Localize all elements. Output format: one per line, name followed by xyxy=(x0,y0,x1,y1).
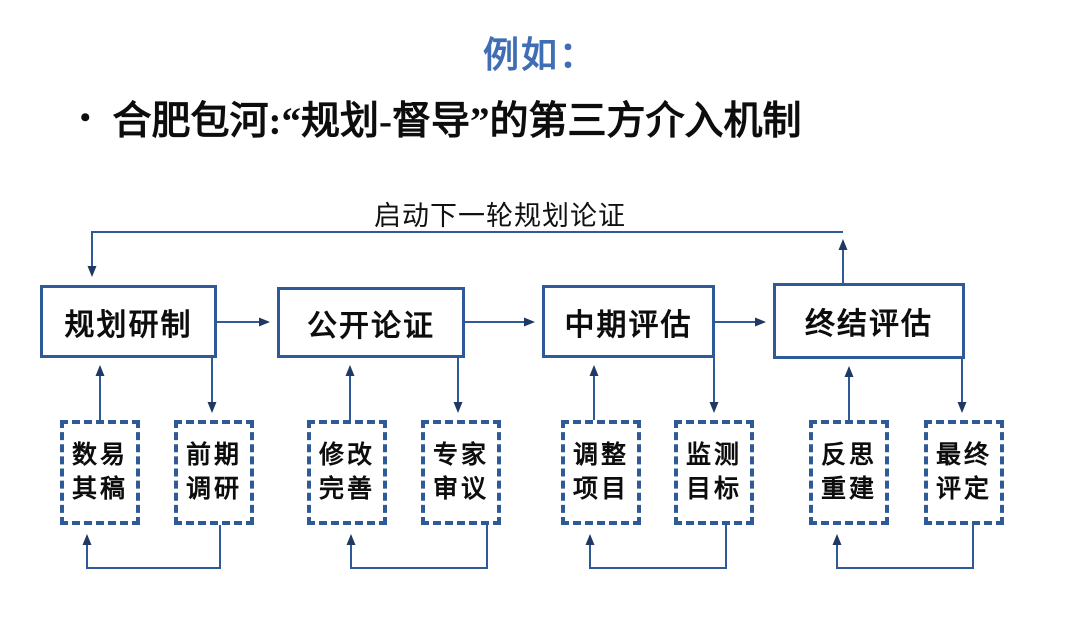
sub-box-reflect-rebuild: 反思 重建 xyxy=(809,420,889,525)
sub-box-draft-revisions: 数易 其稿 xyxy=(60,420,140,525)
sub-box-label-line: 监测 xyxy=(685,440,742,469)
slide-eyebrow-title: 例如： xyxy=(482,34,597,75)
sub-box-label-line: 调整 xyxy=(572,440,629,469)
stage-box-midterm-eval: 中期评估 xyxy=(542,285,715,358)
sub-box-label-line: 数易 xyxy=(71,440,128,469)
sub-box-label-line: 审议 xyxy=(432,474,489,503)
sub-to-stage-arrows xyxy=(95,365,854,420)
sub-box-label-line: 完善 xyxy=(318,474,375,503)
bullet-icon: • xyxy=(80,101,91,134)
sub-box-preliminary-research: 前期 调研 xyxy=(174,420,254,525)
feedback-loop-arrow xyxy=(87,231,848,283)
stage-to-sub-arrows xyxy=(207,358,967,413)
sub-cycle-arrows xyxy=(82,525,974,569)
feedback-loop-label: 启动下一轮规划论证 xyxy=(374,201,626,231)
stage-box-planning: 规划研制 xyxy=(40,285,217,358)
sub-box-adjust-projects: 调整 项目 xyxy=(561,420,641,525)
sub-box-label-line: 其稿 xyxy=(71,474,128,503)
sub-box-label-line: 评定 xyxy=(935,474,992,503)
sub-box-label-line: 反思 xyxy=(820,440,877,469)
sub-box-final-rating: 最终 评定 xyxy=(924,420,1004,525)
sub-box-label-line: 项目 xyxy=(572,474,629,503)
slide-title: 合肥包河:“规划-督导”的第三方介入机制 xyxy=(112,100,802,143)
sub-box-label-line: 重建 xyxy=(820,474,877,503)
sub-box-label-line: 目标 xyxy=(685,474,742,503)
stage-box-public-review: 公开论证 xyxy=(277,287,465,358)
sub-box-label-line: 调研 xyxy=(185,474,242,503)
stage-box-final-eval: 终结评估 xyxy=(773,283,965,359)
slide-title-line: • 合肥包河:“规划-督导”的第三方介入机制 xyxy=(80,90,1040,146)
sub-box-label-line: 修改 xyxy=(318,440,375,469)
sub-box-label-line: 最终 xyxy=(935,440,992,469)
sub-box-monitor-goals: 监测 目标 xyxy=(674,420,754,525)
sub-box-label-line: 前期 xyxy=(185,440,242,469)
sub-box-expert-review: 专家 审议 xyxy=(421,420,501,525)
sub-box-label-line: 专家 xyxy=(432,440,489,469)
sub-box-revise-improve: 修改 完善 xyxy=(307,420,387,525)
